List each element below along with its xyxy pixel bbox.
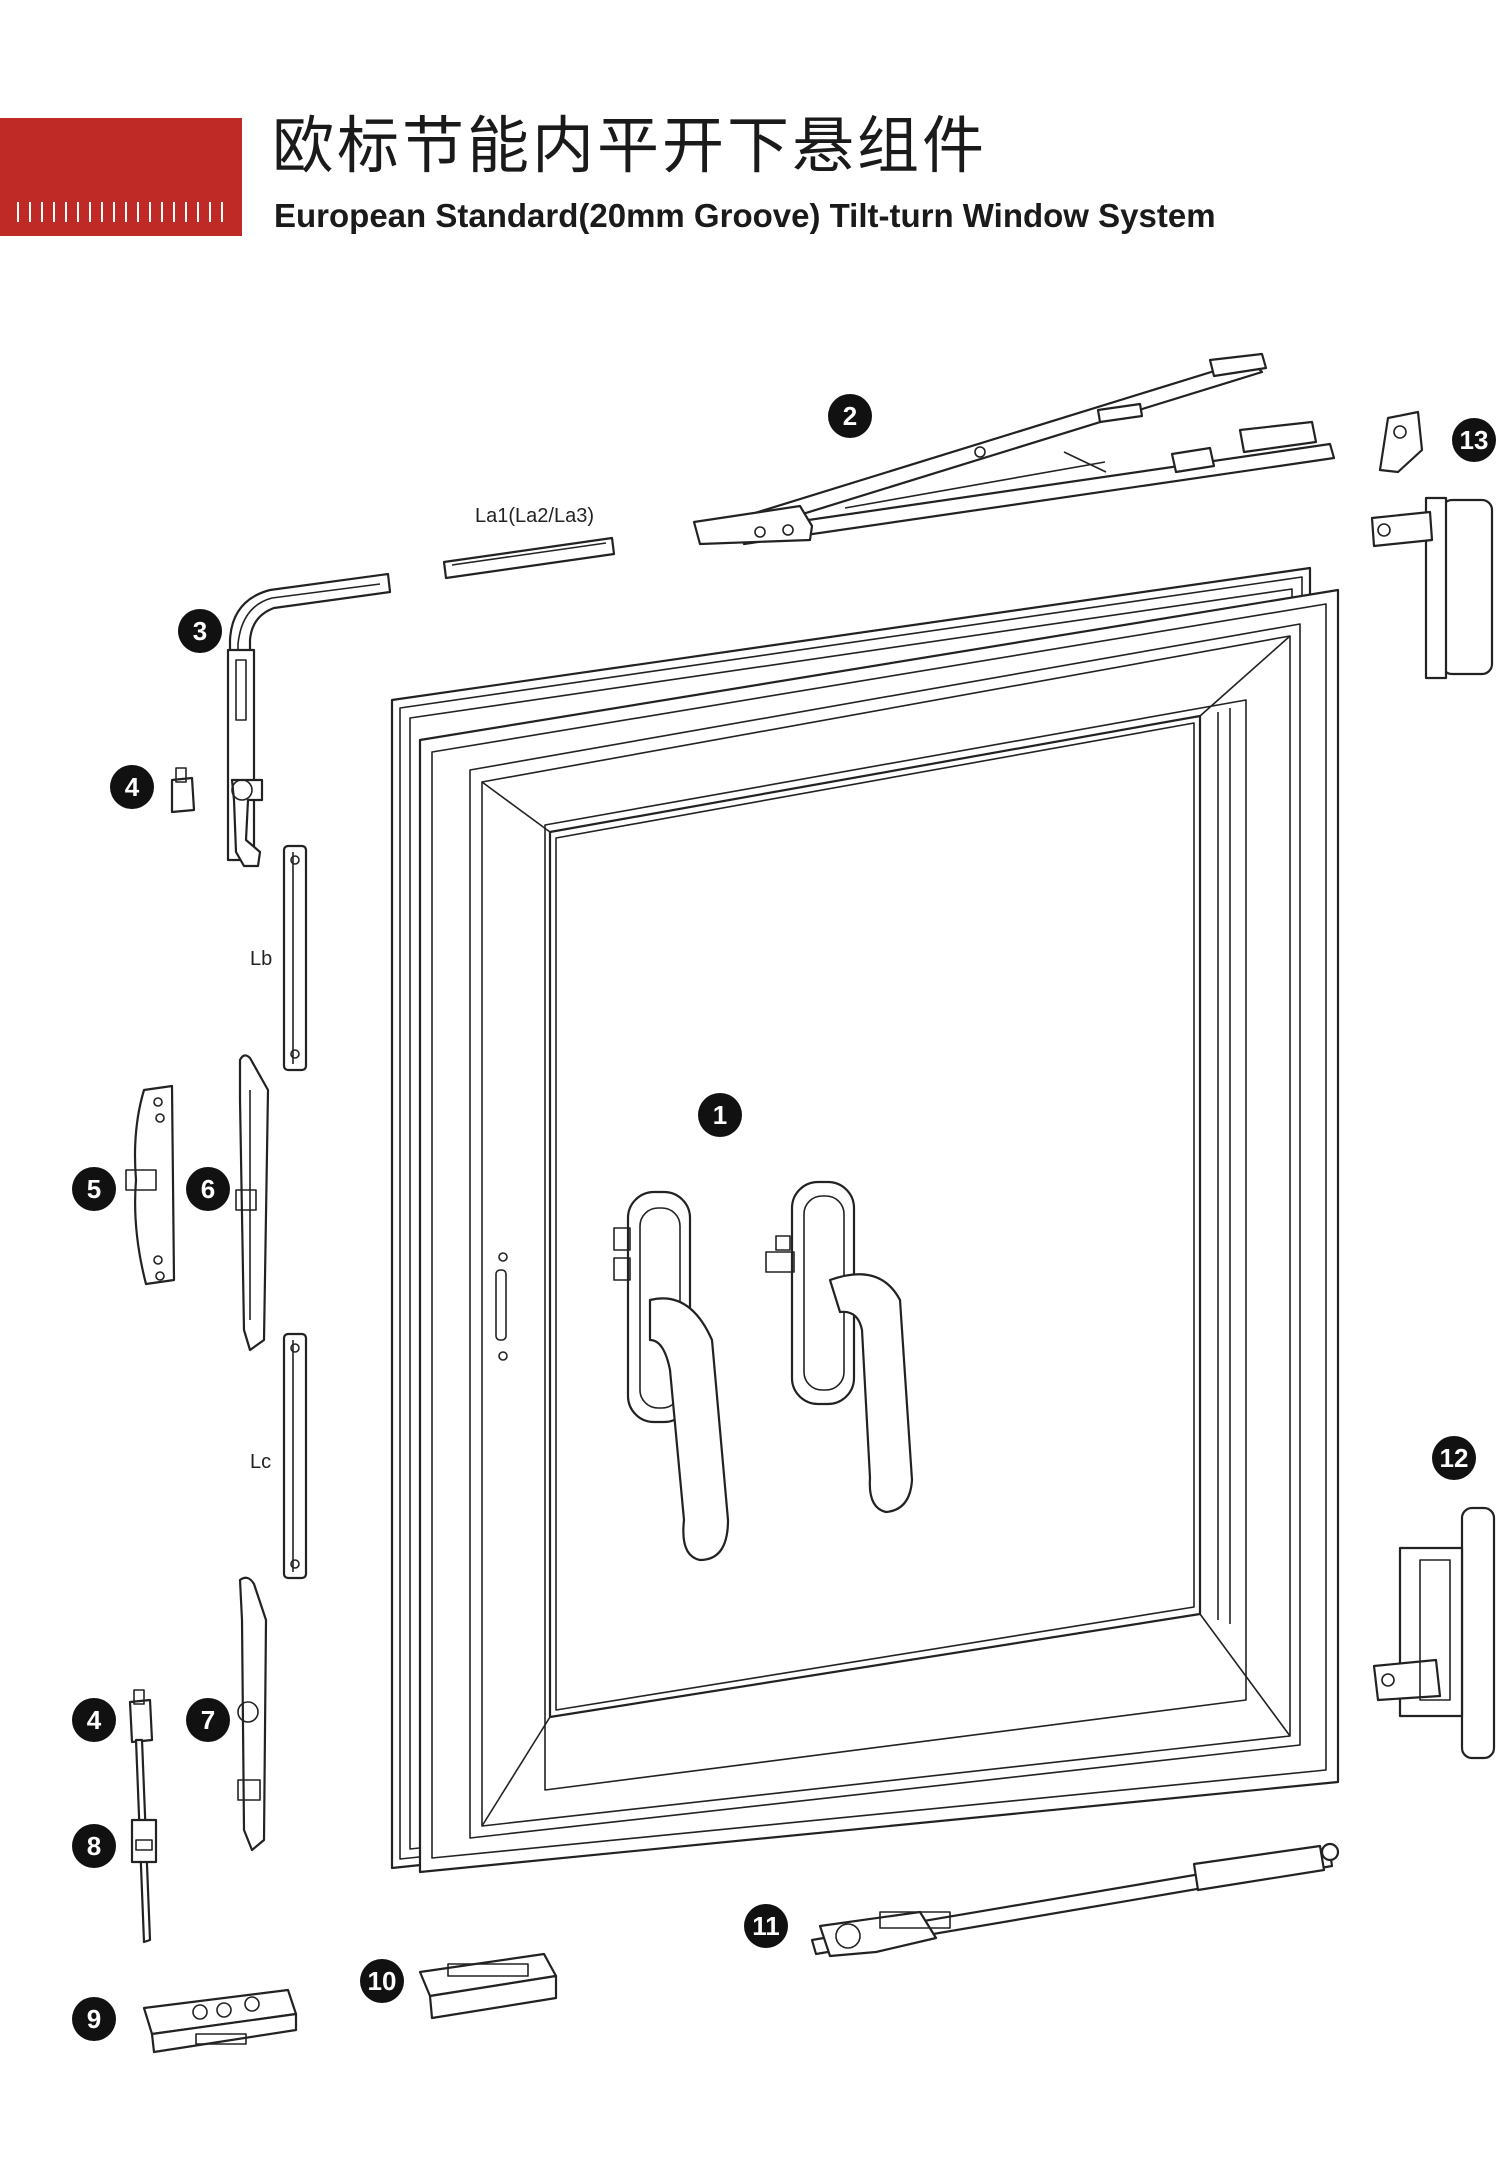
callout-9: 9	[72, 1997, 116, 2041]
bottom-stay	[810, 1842, 1340, 1958]
callout-10: 10	[360, 1959, 404, 2003]
support-block	[418, 1952, 558, 2020]
corner-drive	[226, 572, 392, 862]
svg-text:4: 4	[125, 772, 140, 802]
callout-8: 8	[72, 1824, 116, 1868]
window-frame	[390, 566, 1340, 1874]
svg-text:6: 6	[201, 1174, 215, 1204]
svg-text:1: 1	[713, 1100, 727, 1130]
header-accent-bar	[0, 118, 242, 236]
bottom-keeper	[142, 1988, 298, 2054]
callout-3: 3	[178, 609, 222, 653]
svg-text:2: 2	[843, 401, 857, 431]
bottom-hinge	[1372, 1506, 1496, 1760]
svg-text:10: 10	[368, 1966, 397, 1996]
handle-left	[613, 1190, 730, 1562]
drive-rod-top	[230, 778, 264, 868]
extension-rod-lc	[282, 1332, 308, 1580]
connecting-rod-la	[442, 536, 616, 580]
top-hinge	[1370, 410, 1494, 680]
dimension-la: La1(La2/La3)	[475, 505, 594, 527]
callout-7: 7	[186, 1698, 230, 1742]
svg-text:4: 4	[87, 1705, 102, 1735]
svg-text:7: 7	[201, 1705, 215, 1735]
callout-11: 11	[744, 1904, 788, 1948]
page-title-en: European Standard(20mm Groove) Tilt-turn…	[274, 197, 1216, 234]
svg-text:11: 11	[752, 1911, 780, 1941]
svg-text:5: 5	[87, 1174, 101, 1204]
callout-4-top: 4	[110, 765, 154, 809]
svg-text:13: 13	[1460, 425, 1489, 455]
dimension-lb: Lb	[250, 948, 272, 970]
callout-2: 2	[828, 394, 872, 438]
middle-lock	[235, 1054, 270, 1352]
callout-1: 1	[698, 1093, 742, 1137]
handle-right	[765, 1180, 914, 1514]
svg-text:3: 3	[193, 616, 207, 646]
page-title-cn: 欧标节能内平开下悬组件	[272, 109, 988, 182]
transmission-rod	[130, 1738, 158, 1944]
middle-keeper	[125, 1084, 176, 1286]
callout-4-bottom: 4	[72, 1698, 116, 1742]
lock-keeper-top	[170, 767, 196, 814]
callout-6: 6	[186, 1167, 230, 1211]
svg-text:12: 12	[1440, 1443, 1469, 1473]
bottom-drive	[237, 1576, 268, 1852]
callout-12: 12	[1432, 1436, 1476, 1480]
callout-5: 5	[72, 1167, 116, 1211]
svg-text:9: 9	[87, 2004, 101, 2034]
callout-13: 13	[1452, 418, 1496, 462]
dimension-lc: Lc	[250, 1451, 271, 1473]
tick-marks	[17, 202, 223, 222]
stay-arm	[692, 352, 1336, 546]
extension-rod-lb	[282, 844, 308, 1072]
svg-text:8: 8	[87, 1831, 101, 1861]
lock-keeper-bottom	[128, 1689, 154, 1744]
